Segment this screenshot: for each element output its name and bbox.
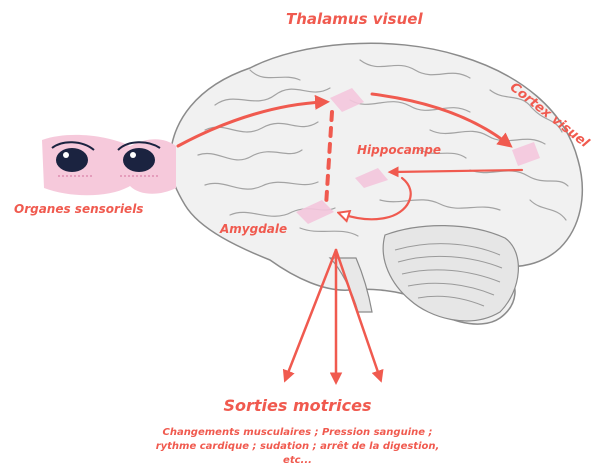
diagram-canvas: Thalamus visuel Cortex visuel Hippocampe… xyxy=(0,0,595,457)
amygdala-label: Amygdale xyxy=(220,222,287,236)
brain-diagram xyxy=(0,0,595,457)
eyes-illustration xyxy=(42,135,176,195)
thalamus-label: Thalamus visuel xyxy=(286,10,423,28)
hippocampus-label: Hippocampe xyxy=(357,143,441,157)
motor-outputs-title: Sorties motrices xyxy=(0,396,595,415)
sensory-organs-label: Organes sensoriels xyxy=(14,202,143,216)
motor-outputs-description: Changements musculaires ; Pression sangu… xyxy=(150,426,445,468)
